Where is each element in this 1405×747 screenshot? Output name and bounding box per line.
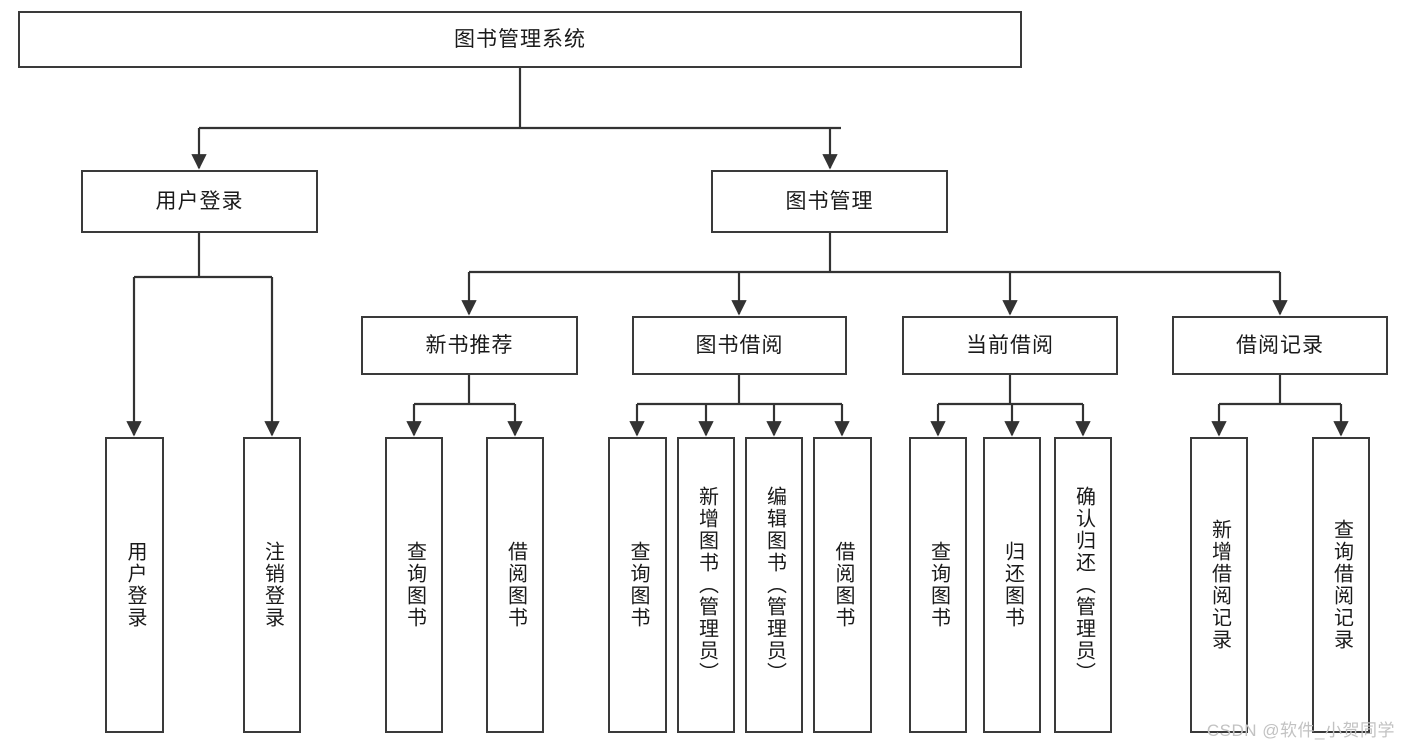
node-root-label: 图书管理系统 — [454, 27, 586, 51]
leaf-query-book-current-label: 查询图书 — [927, 541, 950, 629]
node-borrowing-record-label: 借阅记录 — [1236, 333, 1324, 357]
leaf-edit-book-admin[interactable]: 编辑图书（管理员） — [745, 437, 803, 733]
leaf-logout[interactable]: 注销登录 — [243, 437, 301, 733]
node-current-borrowing[interactable]: 当前借阅 — [902, 316, 1118, 375]
leaf-query-borrow-record[interactable]: 查询借阅记录 — [1312, 437, 1370, 733]
node-root[interactable]: 图书管理系统 — [18, 11, 1022, 68]
leaf-borrow-book-rec-label: 借阅图书 — [504, 541, 527, 629]
leaf-add-book-admin[interactable]: 新增图书（管理员） — [677, 437, 735, 733]
leaf-query-book-rec-label: 查询图书 — [403, 541, 426, 629]
node-book-borrowing-label: 图书借阅 — [695, 333, 784, 357]
node-new-book-recommendation[interactable]: 新书推荐 — [361, 316, 578, 375]
node-user-login-label: 用户登录 — [155, 189, 244, 213]
leaf-add-borrow-record[interactable]: 新增借阅记录 — [1190, 437, 1248, 733]
leaf-query-book-borrow[interactable]: 查询图书 — [608, 437, 667, 733]
leaf-borrow-book-rec[interactable]: 借阅图书 — [486, 437, 544, 733]
node-new-book-recommendation-label: 新书推荐 — [425, 333, 514, 357]
leaf-user-login-label: 用户登录 — [124, 541, 146, 629]
leaf-query-borrow-record-label: 查询借阅记录 — [1330, 519, 1353, 651]
leaf-logout-label: 注销登录 — [261, 541, 284, 629]
node-book-management-label: 图书管理 — [785, 189, 874, 213]
node-current-borrowing-label: 当前借阅 — [966, 333, 1054, 357]
node-book-management[interactable]: 图书管理 — [711, 170, 948, 233]
leaf-query-book-borrow-label: 查询图书 — [627, 541, 649, 629]
node-book-borrowing[interactable]: 图书借阅 — [632, 316, 847, 375]
leaf-confirm-return-admin[interactable]: 确认归还（管理员） — [1054, 437, 1112, 733]
leaf-user-login[interactable]: 用户登录 — [105, 437, 164, 733]
leaf-query-book-rec[interactable]: 查询图书 — [385, 437, 443, 733]
leaf-return-book-label: 归还图书 — [1001, 541, 1024, 629]
leaf-return-book[interactable]: 归还图书 — [983, 437, 1041, 733]
leaf-confirm-return-admin-label: 确认归还（管理员） — [1072, 486, 1095, 684]
node-user-login[interactable]: 用户登录 — [81, 170, 318, 233]
leaf-edit-book-admin-label: 编辑图书（管理员） — [763, 486, 786, 684]
leaf-add-borrow-record-label: 新增借阅记录 — [1208, 519, 1231, 651]
node-borrowing-record[interactable]: 借阅记录 — [1172, 316, 1388, 375]
leaf-query-book-current[interactable]: 查询图书 — [909, 437, 967, 733]
leaf-borrow-book-label: 借阅图书 — [832, 541, 854, 629]
leaf-add-book-admin-label: 新增图书（管理员） — [695, 486, 718, 684]
leaf-borrow-book[interactable]: 借阅图书 — [813, 437, 872, 733]
